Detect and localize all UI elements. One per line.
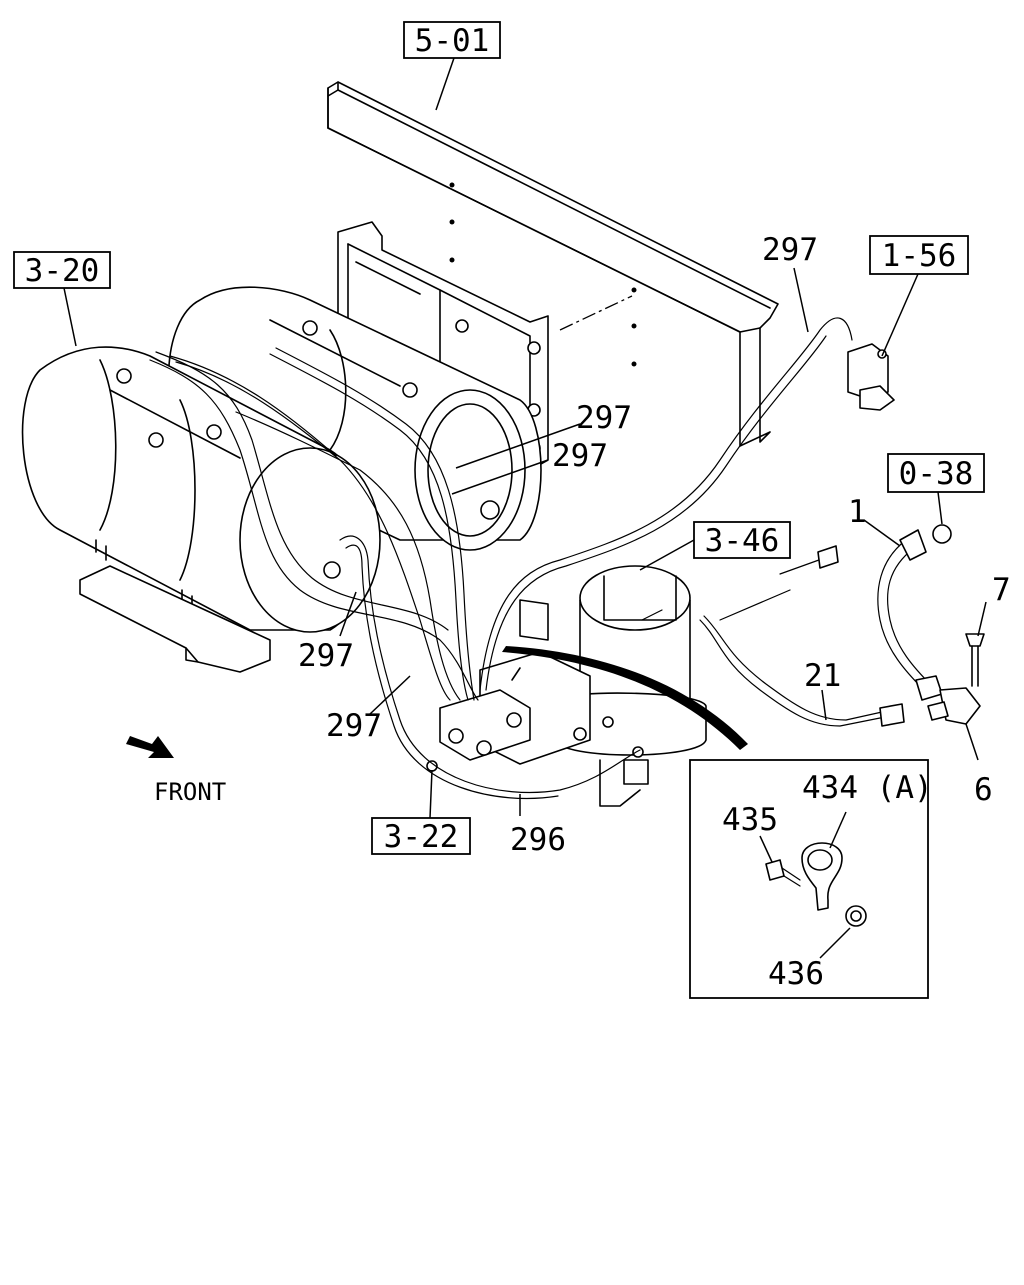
detail-label-435: 435 xyxy=(722,802,778,838)
ref-label-3-46: 3-46 xyxy=(693,521,791,559)
lower-bracket xyxy=(79,565,271,673)
air-pipes xyxy=(149,317,883,799)
front-air-tanks xyxy=(21,346,381,633)
relay-valve xyxy=(847,343,895,411)
part-label-297-b: 297 xyxy=(552,438,608,474)
sensor-wire xyxy=(641,609,663,621)
valve-block xyxy=(426,651,591,772)
detail-label-436: 436 xyxy=(768,956,824,992)
front-label: FRONT xyxy=(154,778,226,806)
hose-assembly xyxy=(877,524,985,727)
ref-label-3-20-text: 3-20 xyxy=(25,253,100,289)
part-label-6: 6 xyxy=(974,772,993,808)
ref-label-5-01-text: 5-01 xyxy=(415,23,490,59)
part-label-21: 21 xyxy=(804,658,841,694)
ref-label-3-20: 3-20 xyxy=(13,251,111,289)
ref-label-0-38-text: 0-38 xyxy=(899,456,974,492)
part-label-297-c: 297 xyxy=(298,638,354,674)
ref-label-1-56: 1-56 xyxy=(869,235,969,275)
frame-rail xyxy=(327,81,779,447)
part-label-1: 1 xyxy=(848,494,867,530)
ref-label-5-01: 5-01 xyxy=(403,21,501,59)
ref-label-1-56-text: 1-56 xyxy=(882,238,957,274)
part-label-297-a: 297 xyxy=(576,400,632,436)
ref-label-3-22-text: 3-22 xyxy=(384,819,459,855)
upper-air-tanks xyxy=(167,286,542,551)
ref-label-0-38: 0-38 xyxy=(887,453,985,493)
ref-label-3-22: 3-22 xyxy=(371,817,471,855)
leader-lines xyxy=(63,57,987,959)
part-label-297-d: 297 xyxy=(326,708,382,744)
ref-label-3-46-text: 3-46 xyxy=(705,523,780,559)
part-label-7: 7 xyxy=(992,572,1011,608)
detail-box xyxy=(689,759,929,999)
part-label-296: 296 xyxy=(510,822,566,858)
front-arrow-icon xyxy=(126,736,174,758)
part-label-297-top: 297 xyxy=(762,232,818,268)
detail-label-434: 434 (A) xyxy=(802,770,933,806)
